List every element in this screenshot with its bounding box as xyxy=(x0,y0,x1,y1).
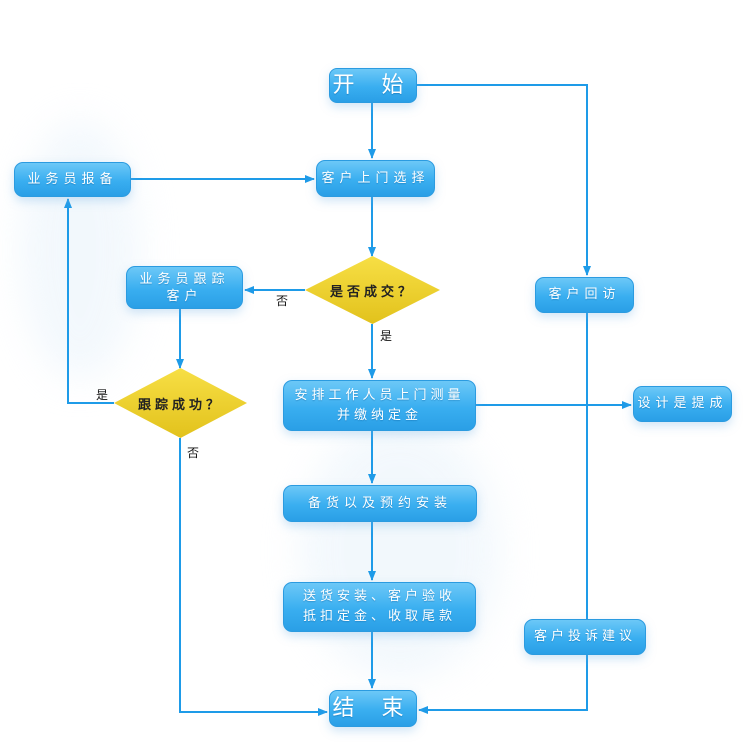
arrange-measure-node[interactable]: 安排工作人员上门测量 并缴纳定金 xyxy=(283,380,476,431)
design-suggest-node[interactable]: 设计是提成 xyxy=(633,386,732,422)
deal-decision[interactable]: 是否成交？ xyxy=(305,256,440,324)
edge-start-to-revisit xyxy=(417,84,591,276)
end-node[interactable]: 结 束 xyxy=(329,690,417,727)
edge-label-deal-no: 否 xyxy=(276,294,289,308)
follow-success-decision-label: 跟踪成功？ xyxy=(137,397,223,413)
edge-label-follow-yes: 是 xyxy=(96,388,109,402)
diamond-shape xyxy=(305,256,440,324)
customer-revisit-node[interactable]: 客户回访 xyxy=(535,277,634,313)
background-glow xyxy=(300,420,500,680)
deal-decision-label: 是否成交？ xyxy=(329,284,415,300)
prepare-install-node[interactable]: 备货以及预约安装 xyxy=(283,485,477,522)
edge-follow-no xyxy=(179,438,328,716)
sales-report-node[interactable]: 业务员报备 xyxy=(14,162,131,197)
deliver-accept-node[interactable]: 送货安装、客户验收 抵扣定金、收取尾款 xyxy=(283,582,476,632)
edge-follow-yes xyxy=(64,198,114,404)
customer-visit-select-node[interactable]: 客户上门选择 xyxy=(316,160,435,197)
sales-follow-node[interactable]: 业务员跟踪 客户 xyxy=(126,266,243,309)
follow-success-decision[interactable]: 跟踪成功？ xyxy=(114,368,247,438)
start-node[interactable]: 开 始 xyxy=(329,68,417,103)
edge-label-deal-yes: 是 xyxy=(380,329,393,343)
diamond-shape xyxy=(114,368,247,438)
edge-label-follow-no: 否 xyxy=(187,446,200,460)
edge-complaint-to-end xyxy=(418,655,588,714)
complaint-node[interactable]: 客户投诉建议 xyxy=(524,619,646,655)
